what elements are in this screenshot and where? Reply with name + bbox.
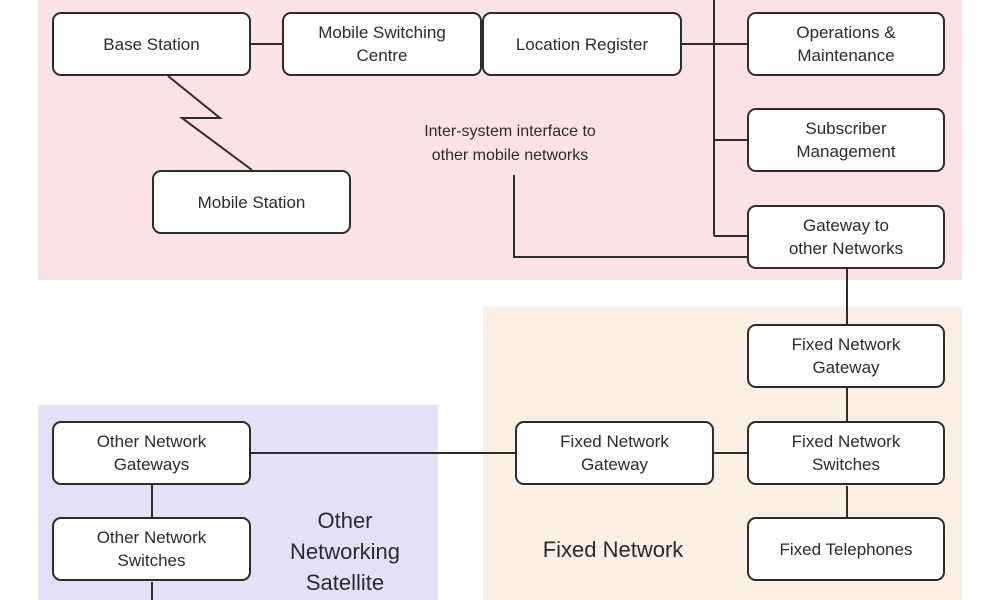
fixed-network-gateway-left-box[interactable]: Fixed Network Gateway [515, 421, 714, 485]
fixed-network-switches-box[interactable]: Fixed Network Switches [747, 421, 945, 485]
fixed-network-gateway-top-box[interactable]: Fixed Network Gateway [747, 324, 945, 388]
operations-maintenance-box[interactable]: Operations & Maintenance [747, 12, 945, 76]
location-register-box[interactable]: Location Register [482, 12, 682, 76]
other-network-switches-box[interactable]: Other Network Switches [52, 517, 251, 581]
subscriber-management-box[interactable]: Subscriber Management [747, 108, 945, 172]
gateway-to-other-networks-box[interactable]: Gateway to other Networks [747, 205, 945, 269]
mobile-station-box[interactable]: Mobile Station [152, 170, 351, 234]
intersystem-interface-note: Inter-system interface to other mobile n… [424, 123, 596, 164]
mobile-switching-centre-box[interactable]: Mobile Switching Centre [282, 12, 482, 76]
other-network-gateways-box[interactable]: Other Network Gateways [52, 421, 251, 485]
fixed-network-title: Fixed Network [542, 537, 684, 562]
fixed-telephones-box[interactable]: Fixed Telephones [747, 517, 945, 581]
other-networking-satellite-title: Other Networking Satellite [289, 508, 401, 595]
base-station-box[interactable]: Base Station [52, 12, 251, 76]
